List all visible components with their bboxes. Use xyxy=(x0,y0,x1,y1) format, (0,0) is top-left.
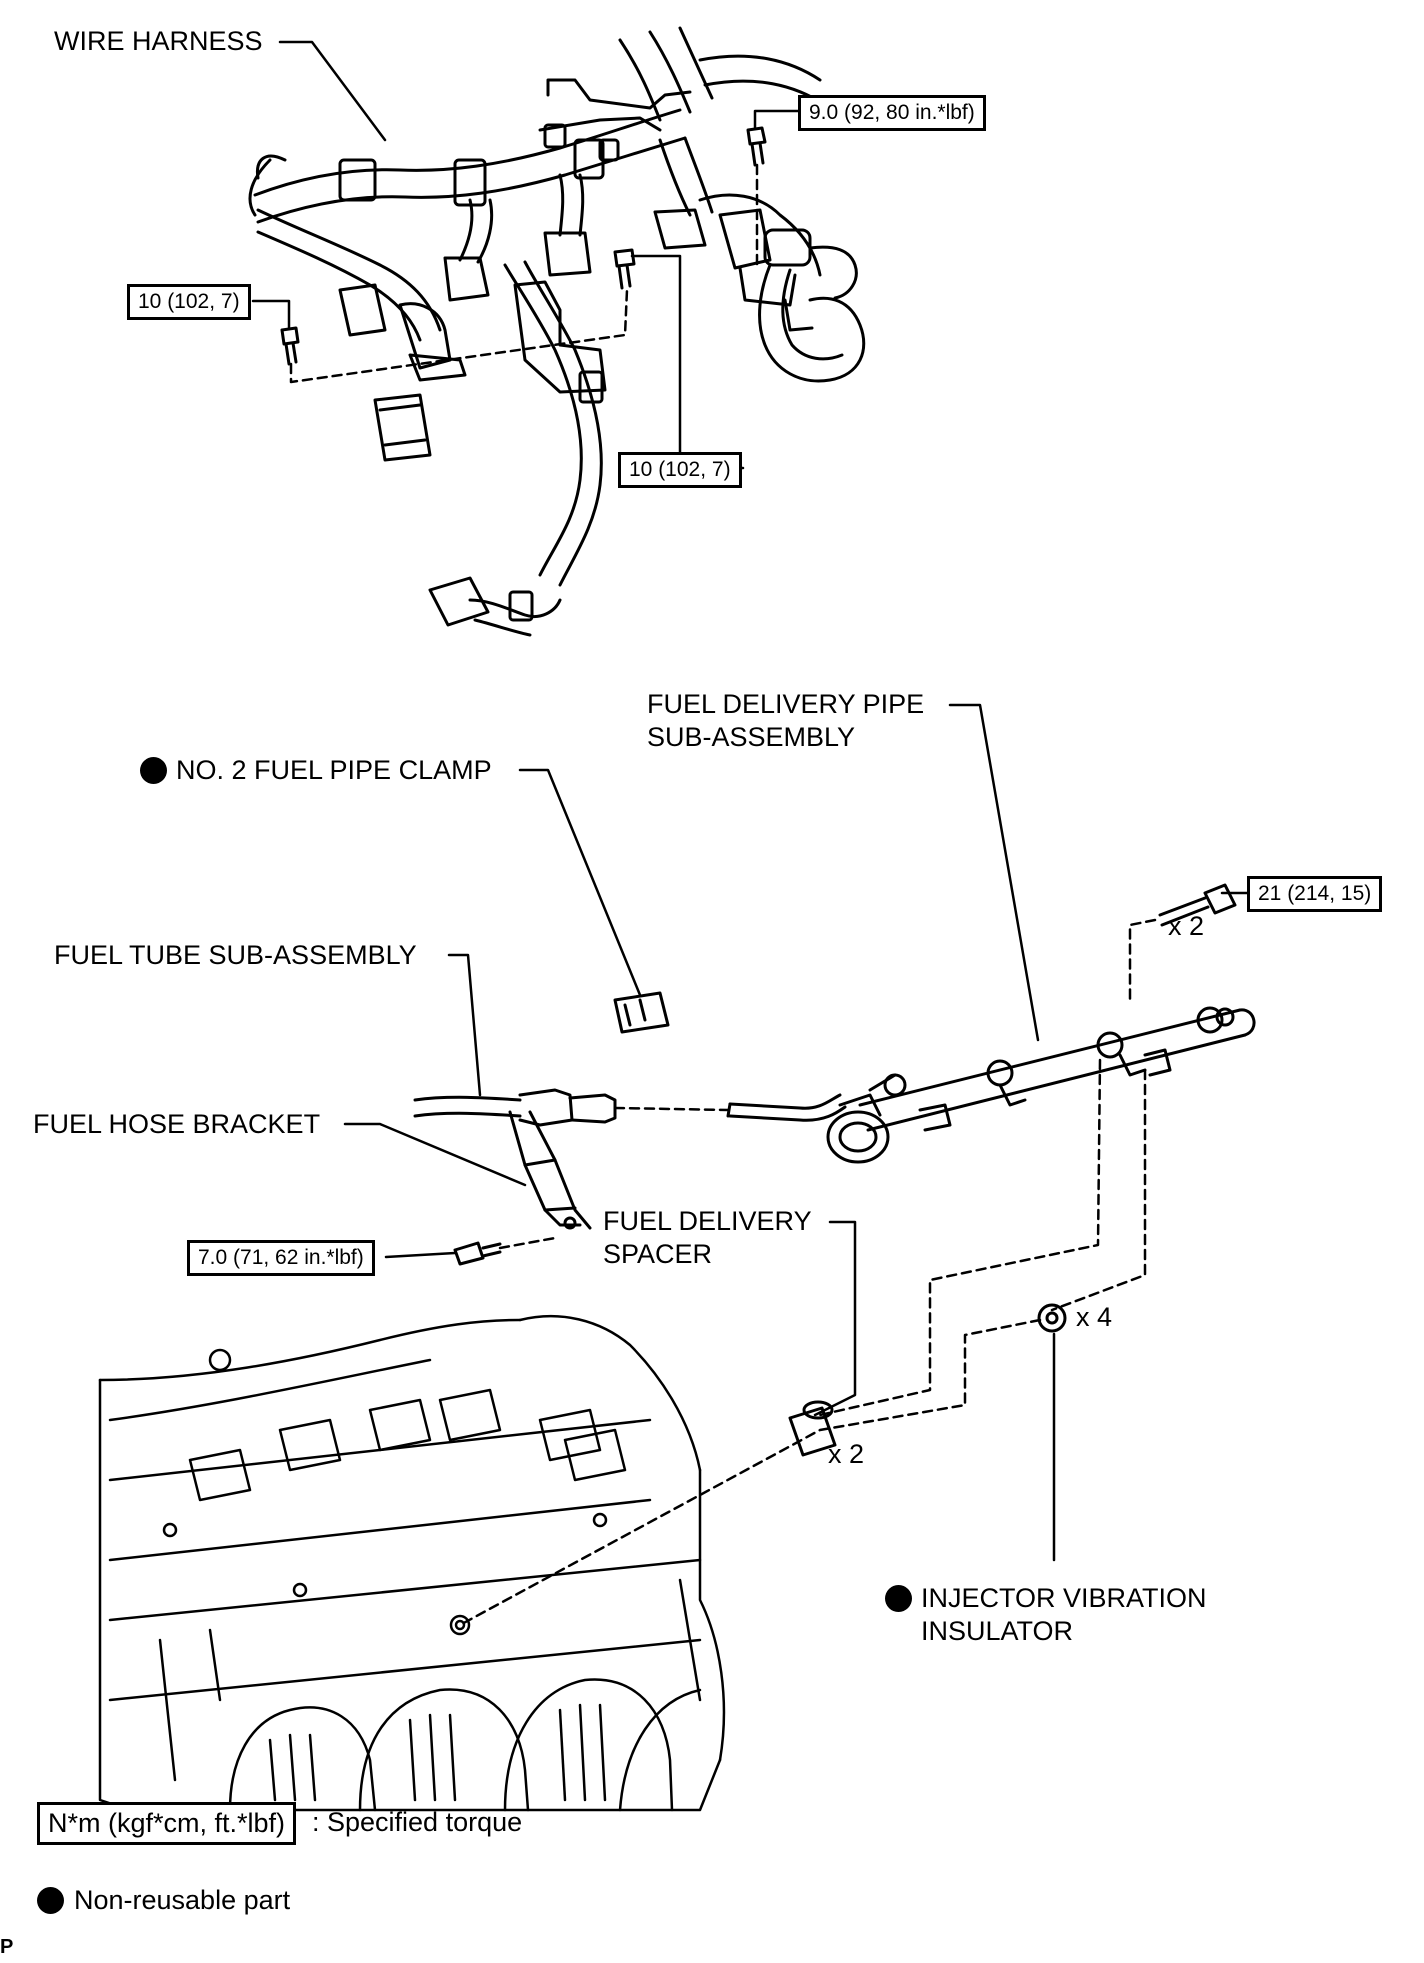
fuel-delivery-pipe-art xyxy=(726,883,1256,1164)
leader-fuel-tube xyxy=(447,953,482,1097)
qty-spacer: x 2 xyxy=(828,1439,865,1469)
label-fuel-tube: FUEL TUBE SUB-ASSEMBLY xyxy=(54,940,417,970)
label-no2-fuel-pipe-clamp: NO. 2 FUEL PIPE CLAMP xyxy=(176,755,492,785)
label-injector-insulator-line1: INJECTOR VIBRATION xyxy=(921,1583,1207,1613)
label-wire-harness: WIRE HARNESS xyxy=(54,26,263,56)
qty-insulator: x 4 xyxy=(1076,1302,1113,1332)
legend-torque-box: N*m (kgf*cm, ft.*lbf) xyxy=(37,1802,297,1845)
no2-fuel-pipe-clamp-art xyxy=(613,991,670,1034)
fuel-tube-art xyxy=(413,1088,617,1230)
label-fuel-hose-bracket: FUEL HOSE BRACKET xyxy=(33,1109,321,1139)
engine-art xyxy=(98,1314,726,1812)
hose-bracket-bolt-art xyxy=(453,1241,502,1266)
leader-clamp xyxy=(518,768,642,997)
legend-nonreusable-mark xyxy=(37,1887,64,1914)
nonreusable-mark-clamp xyxy=(140,757,167,784)
leader-torque-harness-center xyxy=(630,254,745,470)
torque-harness-left: 10 (102, 7) xyxy=(127,284,251,320)
dashed-assembly-lines xyxy=(289,163,1157,1627)
torque-hose-bracket-bolt: 7.0 (71, 62 in.*lbf) xyxy=(187,1240,375,1276)
leader-torque-harness-bracket xyxy=(753,109,802,130)
nonreusable-mark-insulator xyxy=(885,1585,912,1612)
spacer-insulator-art xyxy=(788,1303,1067,1457)
label-fuel-delivery-pipe-line1: FUEL DELIVERY PIPE xyxy=(647,689,925,719)
leader-fuel-delivery-pipe xyxy=(948,703,1040,1042)
torque-delivery-pipe-bolt: 21 (214, 15) xyxy=(1247,876,1383,912)
torque-harness-center: 10 (102, 7) xyxy=(618,452,742,488)
leader-fuel-hose-bracket xyxy=(343,1122,527,1187)
label-fuel-delivery-spacer-line1: FUEL DELIVERY xyxy=(603,1206,812,1236)
wire-harness-art xyxy=(248,26,866,637)
harness-bolts-art xyxy=(280,126,767,366)
leader-fuel-delivery-spacer xyxy=(813,1220,857,1417)
corner-mark: P xyxy=(0,1936,14,1958)
qty-delivery-pipe-bolt: x 2 xyxy=(1168,911,1205,941)
label-fuel-delivery-pipe-line2: SUB-ASSEMBLY xyxy=(647,722,856,752)
legend-torque-text: : Specified torque xyxy=(312,1807,523,1837)
torque-harness-bracket: 9.0 (92, 80 in.*lbf) xyxy=(798,95,986,131)
leader-wire-harness xyxy=(278,40,387,142)
leader-torque-harness-left xyxy=(251,299,291,330)
label-fuel-delivery-spacer-line2: SPACER xyxy=(603,1239,713,1269)
leader-torque-hose-bracket xyxy=(384,1251,457,1259)
label-injector-insulator-line2: INSULATOR xyxy=(921,1616,1074,1646)
legend-nonreusable-text: Non-reusable part xyxy=(74,1885,291,1915)
